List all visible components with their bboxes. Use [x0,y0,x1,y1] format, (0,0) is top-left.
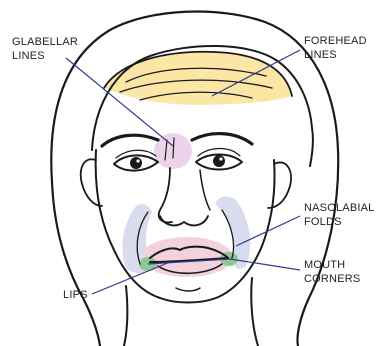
nose [159,168,172,222]
hair-outline-left-lower [52,182,100,346]
eyebrow-left [102,135,158,146]
label-nasolabial-folds: NASOLABIAL FOLDS [304,201,374,229]
label-nasolabial-line-1: NASOLABIAL [304,201,374,215]
label-forehead-line-1: FOREHEAD [304,34,367,48]
label-forehead-lines: FOREHEAD LINES [304,34,367,62]
forehead-zone [104,52,292,105]
eyebrow-right [192,134,252,144]
label-lips-line-1: LIPS [63,288,88,302]
label-glabellar-line-1: GLABELLAR [12,35,78,49]
lips-zone [141,237,233,277]
pupil-right-highlight [219,157,222,160]
neck-right [251,278,258,346]
chin-mark [176,288,200,291]
label-forehead-line-2: LINES [304,48,367,62]
pupil-left [130,157,142,169]
ear-right [268,162,291,208]
nose-bottom [160,216,208,225]
label-lips: LIPS [63,288,88,302]
label-glabellar-lines: GLABELLAR LINES [12,35,78,63]
label-mouth-corners-line-2: CORNERS [304,272,360,286]
nose-right [200,170,210,210]
label-glabellar-line-2: LINES [12,49,78,63]
label-mouth-corners: MOUTH CORNERS [304,258,360,286]
label-mouth-corners-line-1: MOUTH [304,258,360,272]
pupil-right [213,155,225,167]
pupil-left-highlight [136,159,139,162]
neck-left [124,286,127,346]
label-nasolabial-line-2: FOLDS [304,215,374,229]
